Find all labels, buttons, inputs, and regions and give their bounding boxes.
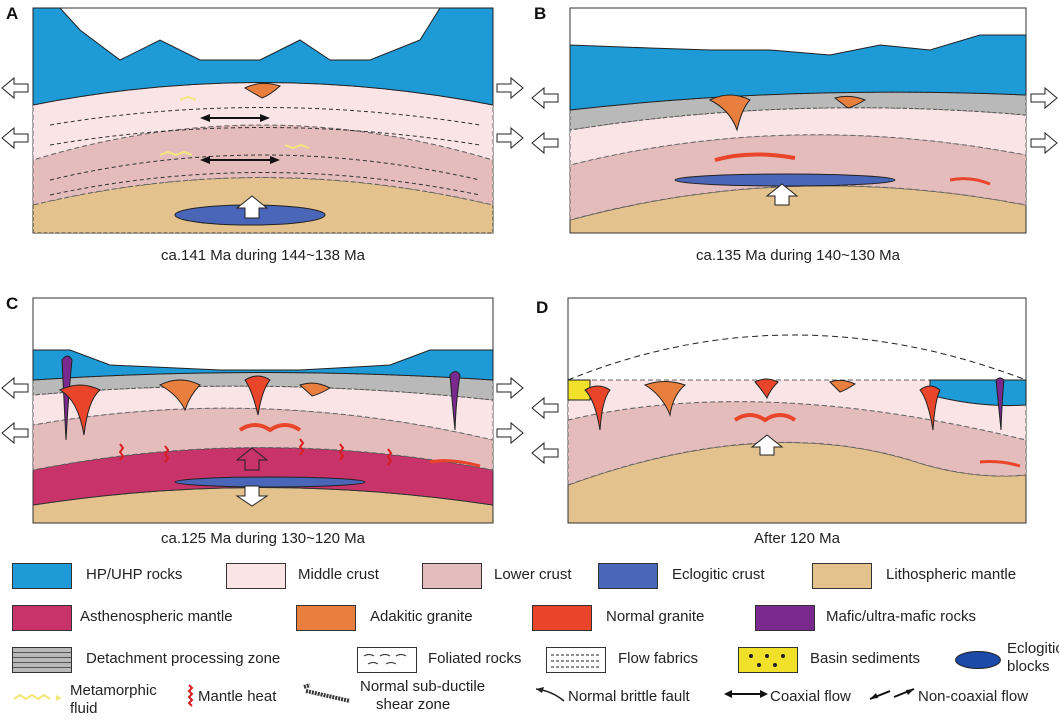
legend-asthenospheric-mantle: Asthenospheric mantle (80, 608, 233, 625)
swatch-lithospheric-mantle (812, 563, 872, 589)
legend-eclogitic-crust: Eclogitic crust (672, 566, 765, 583)
swatch-normal-granite (532, 605, 592, 631)
swatch-mafic (755, 605, 815, 631)
panel-d-label: D (536, 298, 549, 317)
panel-a-label: A (6, 4, 19, 23)
legend-lower-crust: Lower crust (494, 566, 572, 583)
swatch-middle-crust (226, 563, 286, 589)
swatch-brittle-fault (535, 687, 565, 702)
legend-shear-1: Normal sub-ductile (360, 678, 486, 695)
legend-noncoaxial: Non-coaxial flow (918, 688, 1029, 705)
swatch-asthenospheric-mantle (12, 605, 72, 631)
panel-b-diagram (531, 7, 1058, 234)
legend-hp-uhp: HP/UHP rocks (86, 566, 183, 583)
legend-middle-crust: Middle crust (298, 566, 379, 583)
swatch-mantle-heat (187, 684, 194, 707)
panel-b: B ca.135 Ma during 140~130 Ma (530, 0, 1059, 270)
panel-d-diagram (531, 297, 1027, 524)
swatch-adakitic-granite (296, 605, 356, 631)
legend-normal-granite: Normal granite (606, 608, 705, 625)
panel-d-caption: After 120 Ma (754, 530, 840, 547)
panel-c-diagram (1, 297, 524, 524)
legend-lithospheric-mantle: Lithospheric mantle (886, 566, 1017, 583)
legend-adakitic-granite: Adakitic granite (370, 608, 473, 625)
panel-c-caption: ca.125 Ma during 130~120 Ma (161, 530, 365, 547)
legend-eclogitic-blocks-2: blocks (1007, 658, 1050, 675)
panel-b-caption: ca.135 Ma during 140~130 Ma (696, 247, 900, 264)
swatch-lower-crust (422, 563, 482, 589)
swatch-shear-zone (303, 683, 351, 703)
legend-eclogitic-blocks-1: Eclogitic (1007, 640, 1059, 657)
swatch-eclogitic-crust (598, 563, 658, 589)
legend-foliated: Foliated rocks (428, 650, 522, 667)
panel-c: C ca.125 Ma during 130~120 Ma (0, 290, 525, 550)
legend-shear-2: shear zone (376, 696, 451, 713)
legend-mantle-heat: Mantle heat (198, 688, 277, 705)
panel-a-caption: ca.141 Ma during 144~138 Ma (161, 247, 365, 264)
legend: HP/UHP rocks Middle crust Lower crust Ec… (0, 555, 1059, 722)
swatch-flow-fabrics (546, 647, 606, 673)
panel-b-label: B (534, 4, 547, 23)
panel-a-diagram (1, 7, 524, 234)
panel-a: A ca.141 Ma during 144~138 Ma (0, 0, 525, 270)
swatch-foliated (357, 647, 417, 673)
swatch-hp-uhp (12, 563, 72, 589)
panel-c-label: C (6, 294, 19, 313)
swatch-detachment (12, 647, 72, 673)
legend-brittle-fault: Normal brittle fault (568, 688, 690, 705)
legend-coaxial: Coaxial flow (770, 688, 851, 705)
legend-flow-fabrics: Flow fabrics (618, 650, 699, 667)
swatch-eclogitic-blocks (955, 651, 1001, 669)
legend-detachment: Detachment processing zone (86, 650, 281, 667)
swatch-fluid (13, 693, 62, 701)
legend-fluid-2: fluid (70, 700, 98, 717)
swatch-basin (738, 647, 798, 673)
legend-fluid-1: Metamorphic (70, 682, 157, 699)
swatch-noncoaxial (869, 688, 915, 700)
legend-basin: Basin sediments (810, 650, 921, 667)
swatch-coaxial (724, 690, 768, 698)
panel-d: D After 120 Ma (530, 290, 1059, 550)
legend-mafic: Mafic/ultra-mafic rocks (826, 608, 977, 625)
